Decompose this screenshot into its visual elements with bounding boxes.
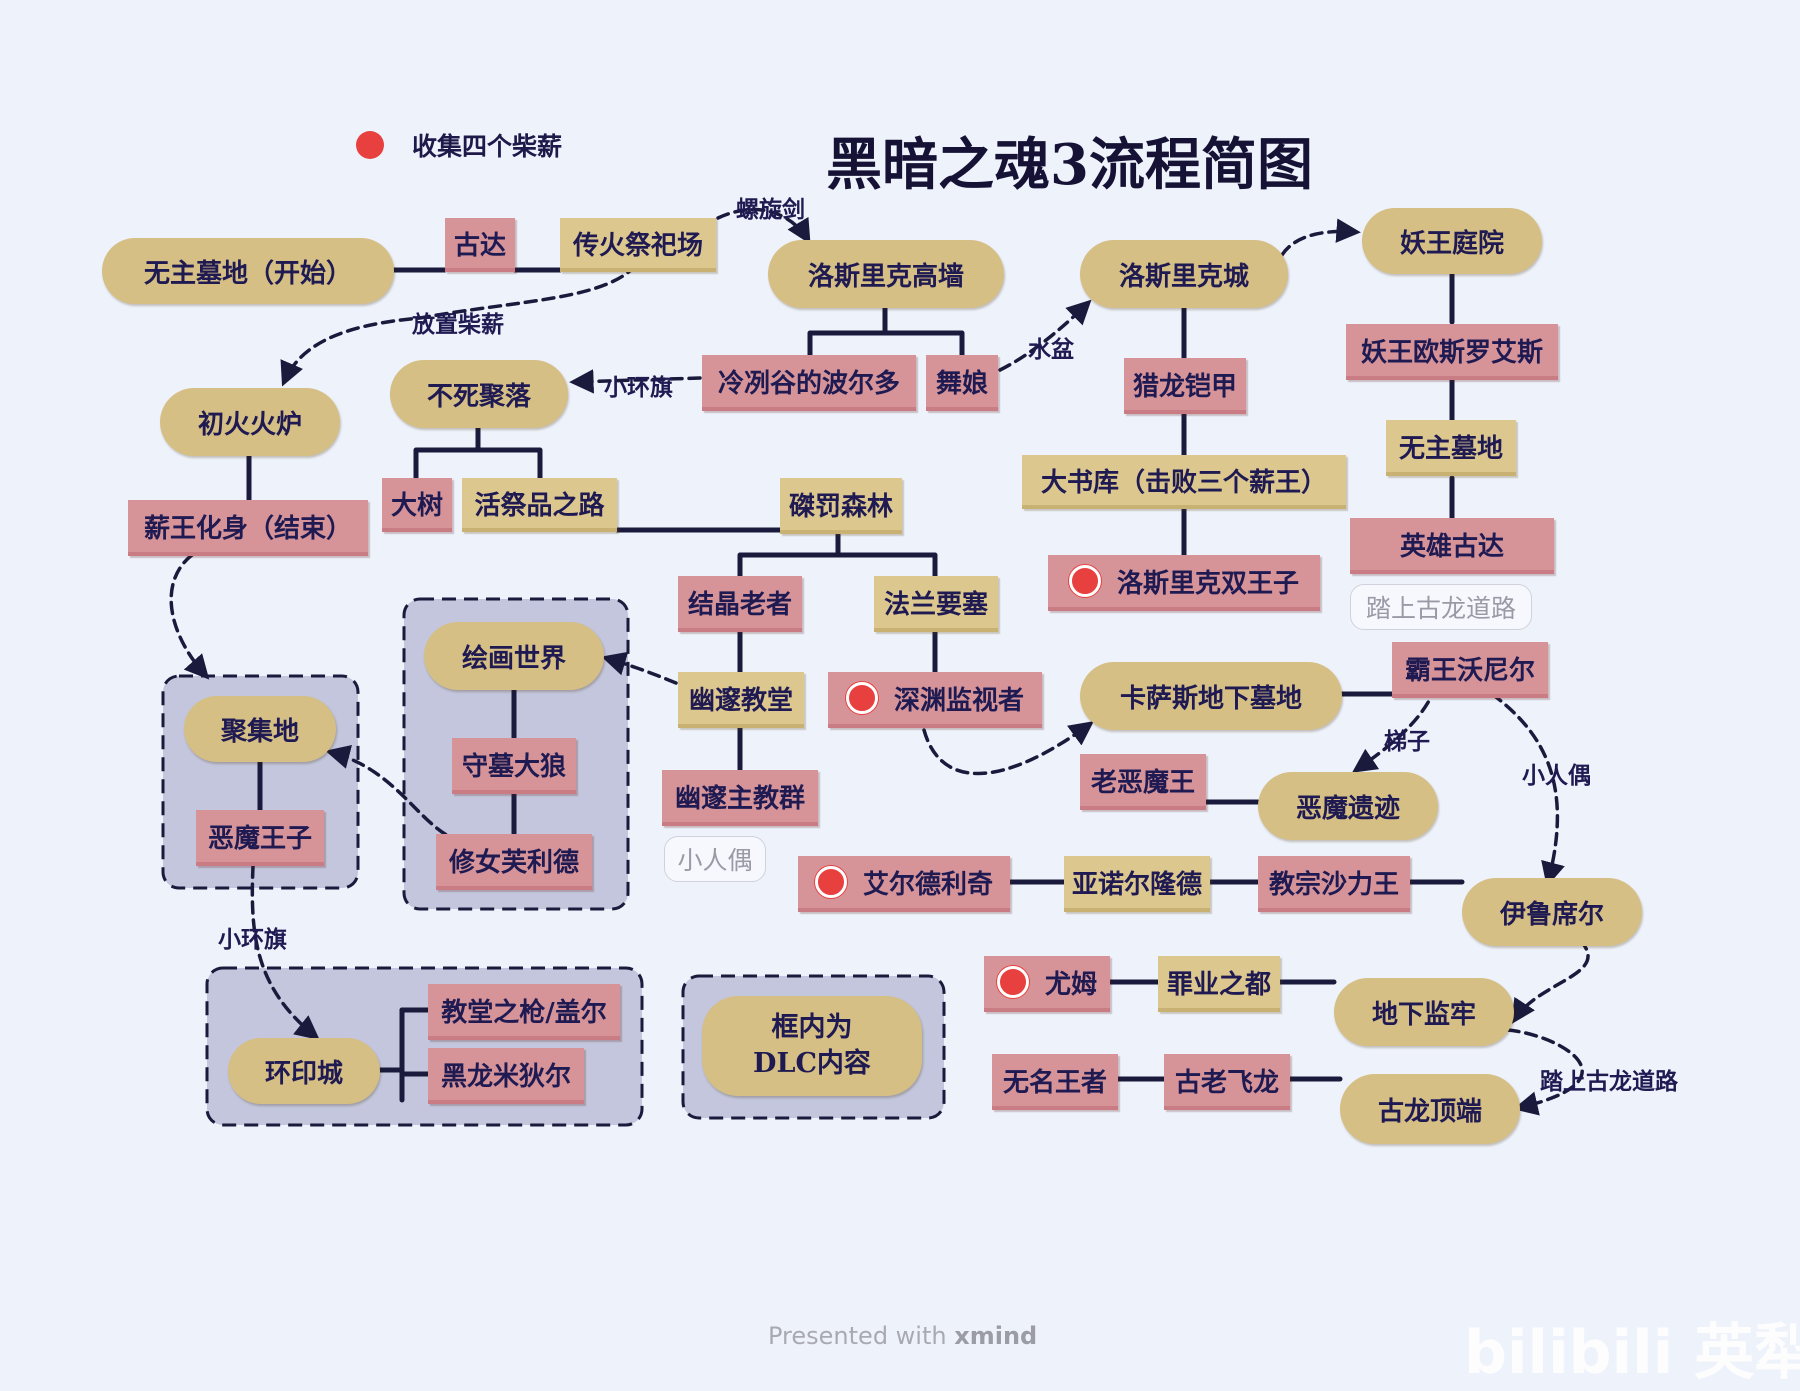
node-friede[interactable]: 修女芙利德	[436, 834, 592, 890]
node-high-wall[interactable]: 洛斯里克高墙	[768, 240, 1004, 308]
diagram-title: 黑暗之魂3流程简图	[826, 132, 1313, 198]
node-consumed-garden[interactable]: 妖王庭院	[1362, 208, 1542, 274]
node-twin-princes-label: 洛斯里克双王子	[1116, 568, 1299, 599]
node-archdragon-peak[interactable]: 古龙顶端	[1340, 1074, 1520, 1144]
edge-label-ladder: 梯子	[1384, 729, 1430, 755]
node-aldrich-label: 艾尔德利奇	[862, 869, 993, 900]
node-yhorm-label: 尤姆	[1044, 969, 1097, 1000]
legend-label: 收集四个柴薪	[412, 132, 563, 161]
footer-credit: Presented with xmind	[768, 1322, 1037, 1350]
footer-prefix: Presented with	[768, 1322, 955, 1350]
node-abyss-watchers[interactable]: 深渊监视者	[828, 672, 1042, 728]
node-catacombs[interactable]: 卡萨斯地下墓地	[1080, 662, 1342, 730]
node-firelink-cemetery[interactable]: 无主墓地（开始）	[102, 238, 394, 304]
node-firelink-shrine[interactable]: 传火祭祀场	[560, 218, 716, 272]
node-farron-woods[interactable]: 磔罚森林	[780, 478, 902, 534]
edge-label-basin: 水盆	[1028, 337, 1074, 363]
node-soul-of-cinder[interactable]: 薪王化身（结束）	[128, 500, 368, 556]
node-grave-warden[interactable]: 守墓大狼	[452, 738, 576, 794]
node-crystal-sage[interactable]: 结晶老者	[678, 576, 802, 632]
cinder-dot-icon	[996, 966, 1029, 998]
hint-small-doll: 小人偶	[664, 836, 766, 882]
node-ancient-wyvern[interactable]: 古老飞龙	[1164, 1054, 1290, 1110]
node-kiln[interactable]: 初火火炉	[160, 388, 340, 456]
dlc-note: 框内为 DLC内容	[702, 996, 922, 1096]
watermark: bilibili 英犁梨	[1464, 1318, 1800, 1388]
node-aldrich[interactable]: 艾尔德利奇	[798, 856, 1010, 912]
node-demon-prince[interactable]: 恶魔王子	[196, 810, 324, 866]
node-undead-settlement[interactable]: 不死聚落	[390, 360, 568, 428]
node-champion-gundyr[interactable]: 英雄古达	[1350, 518, 1554, 574]
node-lothric-castle[interactable]: 洛斯里克城	[1080, 240, 1288, 308]
node-ringed-city[interactable]: 环印城	[228, 1038, 380, 1104]
node-nameless-king[interactable]: 无名王者	[992, 1054, 1118, 1110]
node-twin-princes[interactable]: 洛斯里克双王子	[1048, 555, 1320, 611]
cinder-dot-icon	[845, 682, 878, 714]
node-dancer[interactable]: 舞娘	[926, 355, 998, 411]
node-abyss-watchers-label: 深渊监视者	[893, 685, 1024, 716]
node-old-demon-king[interactable]: 老恶魔王	[1080, 754, 1206, 810]
edge-label-spiral-sword: 螺旋剑	[736, 197, 805, 223]
edge-label-small-banner-2: 小环旗	[218, 927, 287, 953]
legend-dot-icon	[356, 131, 384, 159]
node-painted-world[interactable]: 绘画世界	[424, 622, 604, 690]
node-wolnir[interactable]: 霸王沃尼尔	[1392, 642, 1548, 698]
footer-brand: xmind	[954, 1322, 1038, 1350]
edge-label-place-cinders: 放置柴薪	[412, 312, 504, 338]
node-irithyll[interactable]: 伊鲁席尔	[1462, 878, 1642, 946]
node-yhorm[interactable]: 尤姆	[984, 956, 1110, 1012]
edge-label-small-banner-1: 小环旗	[604, 375, 673, 401]
node-dragonslayer-armour[interactable]: 猎龙铠甲	[1124, 358, 1246, 414]
legend: 收集四个柴薪	[356, 127, 562, 163]
node-road-of-sacrifices[interactable]: 活祭品之路	[462, 478, 617, 532]
node-grand-archives[interactable]: 大书库（击败三个薪王）	[1022, 455, 1346, 509]
node-gundyr[interactable]: 古达	[445, 218, 515, 272]
node-dungeon[interactable]: 地下监牢	[1334, 978, 1514, 1046]
edge-label-dragon-path: 踏上古龙道路	[1540, 1069, 1678, 1095]
hint-dragon-path: 踏上古龙道路	[1350, 584, 1532, 630]
node-vordt[interactable]: 冷冽谷的波尔多	[702, 355, 916, 411]
node-gathering-place[interactable]: 聚集地	[184, 696, 336, 762]
node-cathedral[interactable]: 幽邃教堂	[678, 672, 804, 728]
node-deacons[interactable]: 幽邃主教群	[662, 770, 818, 826]
node-demon-ruins[interactable]: 恶魔遗迹	[1258, 772, 1438, 840]
node-anor-londo[interactable]: 亚诺尔隆德	[1064, 856, 1210, 912]
node-profaned-capital[interactable]: 罪业之都	[1158, 956, 1280, 1012]
cinder-dot-icon	[814, 866, 847, 898]
node-midir[interactable]: 黑龙米狄尔	[428, 1048, 584, 1104]
node-sulyvahn[interactable]: 教宗沙力王	[1258, 856, 1410, 912]
node-great-tree[interactable]: 大树	[382, 478, 452, 532]
node-oceiros[interactable]: 妖王欧斯罗艾斯	[1346, 324, 1558, 380]
cinder-dot-icon	[1068, 565, 1101, 597]
node-farron-keep[interactable]: 法兰要塞	[874, 576, 998, 632]
node-untended-graves[interactable]: 无主墓地	[1386, 420, 1516, 476]
node-gael[interactable]: 教堂之枪/盖尔	[428, 984, 620, 1040]
edge-label-small-doll: 小人偶	[1522, 763, 1591, 789]
